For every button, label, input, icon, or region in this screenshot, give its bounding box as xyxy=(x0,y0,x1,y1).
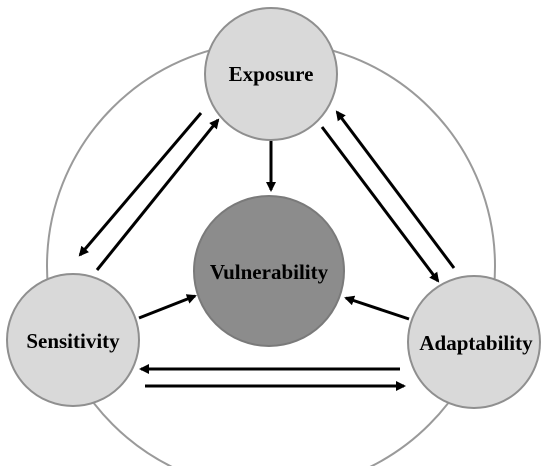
arrow-exposure-to-adaptability xyxy=(320,126,440,283)
node-sensitivity-circle xyxy=(6,273,140,407)
node-exposure: Exposure xyxy=(204,7,338,141)
node-sensitivity: Sensitivity xyxy=(6,273,140,407)
arrow-sensitivity-to-exposure xyxy=(95,118,220,271)
arrow-exposure-to-sensitivity xyxy=(78,112,203,257)
node-vulnerability-label: Vulnerability xyxy=(210,260,329,284)
node-adaptability: Adaptability xyxy=(407,275,541,409)
arrow-adaptability-to-vulnerability xyxy=(344,295,410,321)
node-sensitivity-label: Sensitivity xyxy=(26,329,120,353)
node-adaptability-label: Adaptability xyxy=(419,331,533,355)
node-vulnerability-circle xyxy=(193,195,345,347)
node-vulnerability: Vulnerability xyxy=(193,195,345,347)
arrow-sensitivity-to-vulnerability xyxy=(138,294,197,320)
node-exposure-label: Exposure xyxy=(229,62,314,86)
arrow-adaptability-to-exposure xyxy=(335,110,456,269)
node-adaptability-circle xyxy=(407,275,541,409)
arrows xyxy=(78,110,456,391)
node-exposure-circle xyxy=(204,7,338,141)
